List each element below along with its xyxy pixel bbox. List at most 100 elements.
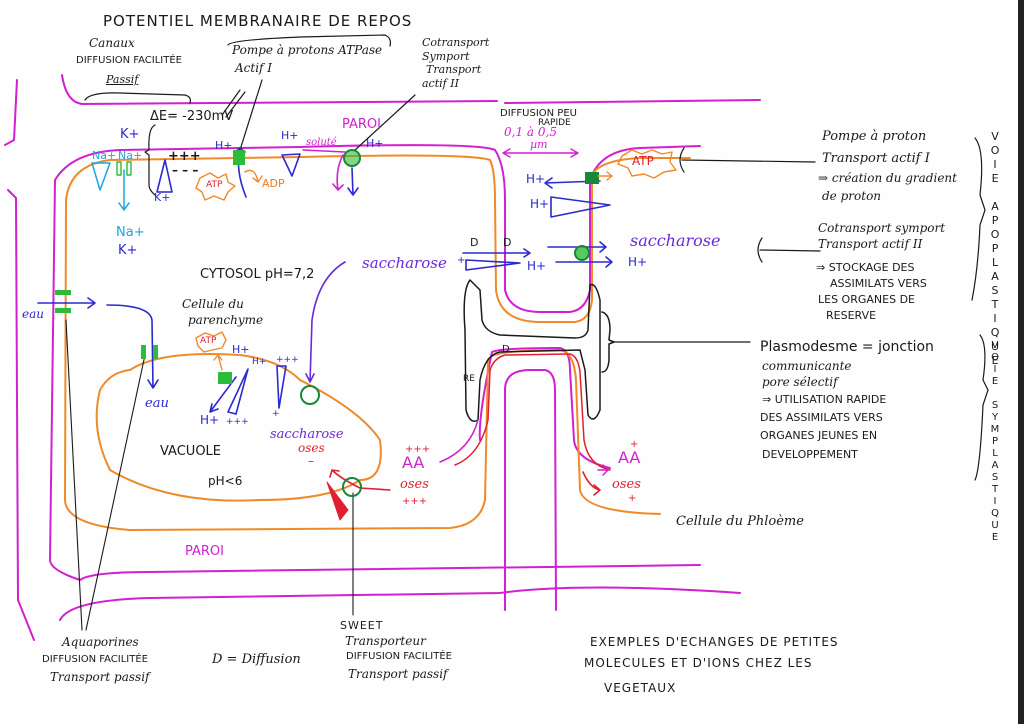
aquaporine-tonoplast-1 — [141, 345, 146, 359]
label-saccharose-left: saccharose — [362, 254, 447, 272]
ion-h-plus-vac-3: H+ — [200, 413, 220, 427]
red-arrow-oses-out — [582, 471, 601, 496]
atp-burst-2 — [617, 149, 677, 179]
atp-label-3: ATP — [200, 336, 217, 346]
pink-arrow-aa-out — [597, 464, 609, 476]
ion-h-plus-right-2: H+ — [530, 197, 550, 211]
adp-arrow — [244, 169, 263, 183]
note-pompe-proton-2: Transport actif I — [822, 151, 930, 166]
bracket-pompe — [679, 147, 685, 173]
membrane-parenchyma — [489, 157, 691, 323]
note-pompe-proton-3: ⇒ création du gradient — [818, 171, 957, 185]
label-cellule-parenchyme-2: parenchyme — [188, 313, 264, 327]
ion-h-plus-right-3: H+ — [628, 255, 648, 269]
atp-label-1: ATP — [206, 180, 223, 190]
label-aa-left: AA — [402, 453, 425, 472]
pointer-pompe-proton — [681, 159, 816, 163]
note-plasmodesme-7: DEVELOPPEMENT — [762, 448, 858, 461]
label-oses-vacuole: oses — [298, 441, 325, 455]
note-plasmodesme-2: communicante — [762, 359, 852, 373]
arrow-d-1 — [462, 248, 531, 258]
symport-transporter-top — [343, 149, 361, 167]
pointer-atpase — [239, 79, 263, 151]
atpase-pump-left — [233, 150, 245, 165]
pointer-cotransport — [759, 249, 821, 252]
channel-na-1 — [116, 161, 122, 176]
gradient-triangle-h2 — [281, 153, 301, 177]
caption-line-3: VEGETAUX — [604, 681, 677, 695]
label-actif-ii-top: actif II — [422, 77, 459, 90]
atpase-pump-vacuole — [218, 372, 232, 384]
pink-solute-line — [302, 149, 346, 153]
ion-h-plus-2: H+ — [281, 129, 299, 142]
pink-arrow-solute — [332, 154, 344, 191]
note-cotransport-6: RESERVE — [826, 309, 877, 322]
label-cellule-parenchyme-1: Cellule du — [182, 297, 244, 311]
note-plasmodesme-1: Plasmodesme = jonction — [760, 339, 934, 355]
label-voie-apoplastique: VOIE APOPLASTIQUE — [988, 130, 1002, 368]
arrow-eau-in — [37, 297, 96, 309]
note-cotransport-1: Cotransport symport — [818, 221, 946, 235]
wall-top-left-cell — [61, 74, 498, 105]
note-aquaporines-2: DIFFUSION FACILITÉE — [42, 654, 148, 665]
label-saccharose-vacuole: saccharose — [270, 427, 344, 442]
wall-outer-top — [504, 99, 761, 104]
delta-e-brace — [144, 124, 156, 196]
ion-na-plus-2: Na+ — [118, 149, 143, 162]
aquaporine-wall-1 — [55, 290, 71, 295]
legend-d-diffusion: D = Diffusion — [212, 652, 301, 667]
ion-h-plus-right-1: H+ — [526, 172, 546, 186]
gradient-triangle-vac — [227, 368, 249, 415]
gradient-triangle-h — [550, 196, 611, 218]
atp-burst-1 — [195, 172, 236, 201]
plus-vac-bottom: +++ — [226, 417, 249, 427]
note-aquaporines-3: Transport passif — [50, 670, 150, 684]
label-cytosol: CYTOSOL pH=7,2 — [200, 267, 315, 282]
ion-k-plus-top: K+ — [120, 127, 140, 142]
label-canaux-passif: Passif — [106, 73, 139, 86]
arrow-h-right — [555, 256, 613, 268]
ion-h-plus-right-4: H+ — [527, 259, 547, 273]
label-pompe-atpase: Pompe à protons ATPase — [232, 43, 383, 57]
purple-arrow-saccharose-in — [305, 261, 346, 383]
ion-k-plus-out: K+ — [118, 243, 138, 258]
label-saccharose-right: saccharose — [630, 231, 721, 250]
membrane-vacuole — [95, 353, 382, 502]
ion-h-plus-symport: H+ — [366, 137, 384, 150]
ion-na-plus-1: Na+ — [92, 149, 117, 162]
sweet-transporter — [342, 477, 362, 497]
plus-vac-top: +++ — [276, 355, 299, 365]
label-voie-symplastique: VOIE SYMPLASTIQUE — [989, 340, 1001, 544]
voie-sym-brace — [974, 334, 989, 481]
ion-h-plus-atpase: H+ — [215, 139, 233, 152]
label-gap-width: 0,1 à 0,5 — [504, 125, 557, 139]
gradient-triangle-k — [156, 159, 173, 193]
diagram-title: POTENTIEL MEMBRANAIRE DE REPOS — [103, 12, 413, 30]
pointer-cotransport-top — [354, 94, 416, 151]
label-paroi-bottom: PAROI — [185, 544, 224, 559]
wall-paroi-line-1 — [79, 564, 701, 581]
gradient-triangle-vac2 — [276, 365, 287, 409]
plus-vac-single: + — [272, 409, 280, 419]
symport-transporter-right — [574, 245, 590, 261]
note-cotransport-4: ASSIMILATS VERS — [830, 277, 927, 290]
plasmodesme-outline — [463, 279, 601, 422]
note-pompe-proton-1: Pompe à proton — [822, 129, 927, 144]
label-transport-top: Transport — [426, 63, 482, 76]
plus-aa-left: +++ — [405, 444, 431, 455]
pointer-aquaporine-2 — [85, 354, 146, 631]
note-plasmodesme-3: pore sélectif — [762, 375, 838, 389]
channel-na-2 — [126, 161, 132, 176]
note-cotransport-5: LES ORGANES DE — [818, 293, 915, 306]
note-sweet-3: DIFFUSION FACILITÉE — [346, 651, 452, 662]
label-paroi-top: PAROI — [342, 117, 381, 132]
label-d-plasmodesme: D — [502, 344, 510, 355]
wall-left-edge-bottom — [7, 189, 35, 641]
label-diffusion-peu: DIFFUSION PEU — [500, 108, 577, 119]
aquaporine-tonoplast-2 — [153, 345, 158, 359]
note-cotransport-2: Transport actif II — [818, 237, 923, 251]
tonoplast-transporter — [300, 385, 320, 405]
title-brace — [227, 34, 392, 47]
